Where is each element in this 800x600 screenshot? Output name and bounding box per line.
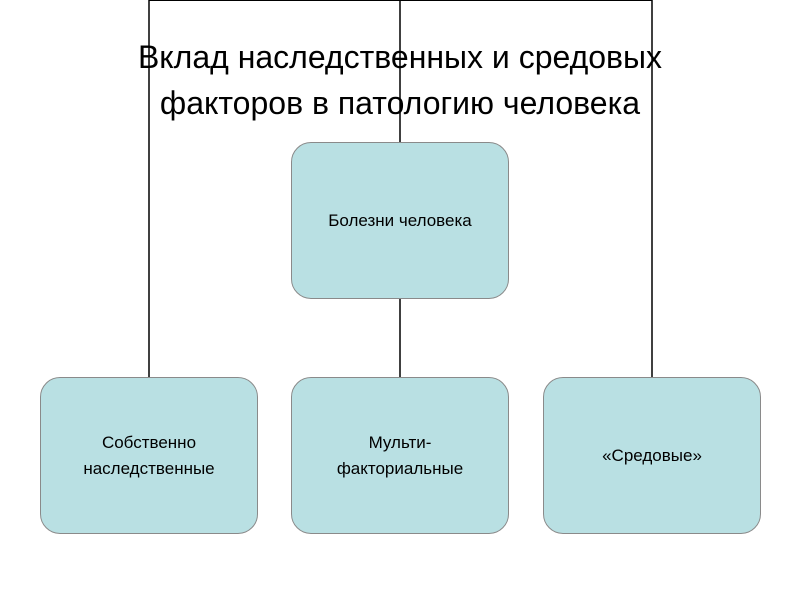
node-multifactorial: Мульти- факториальные <box>291 377 509 534</box>
node-environmental: «Средовые» <box>543 377 761 534</box>
slide-title: Вклад наследственных и средовых факторов… <box>0 34 800 126</box>
node-human-diseases-label: Болезни человека <box>328 210 472 230</box>
node-multifactorial-label-line-1: Мульти- <box>368 432 432 452</box>
node-hereditary: Собственно наследственные <box>40 377 258 534</box>
slide-title-line-1: Вклад наследственных и средовых <box>137 39 663 75</box>
node-hereditary-label-line-1: Собственно <box>101 432 197 452</box>
slide-title-line-2: факторов в патологию человека <box>159 85 641 121</box>
node-multifactorial-label-line-2: факториальные <box>336 458 464 478</box>
node-human-diseases: Болезни человека <box>291 142 509 299</box>
node-hereditary-label-line-2: наследственные <box>83 458 215 478</box>
node-environmental-label: «Средовые» <box>602 445 702 465</box>
